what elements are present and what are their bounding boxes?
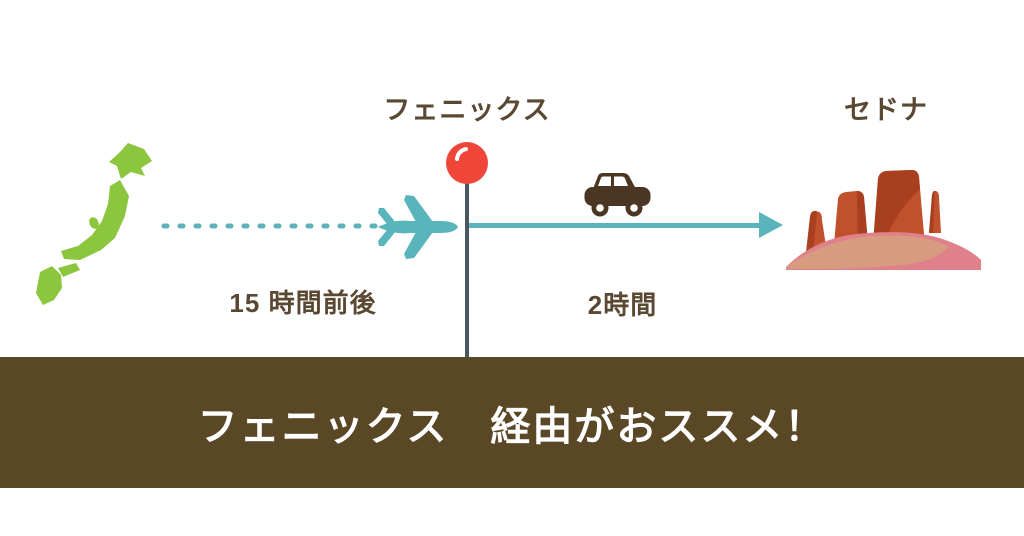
phoenix-label: フェニックス	[383, 95, 551, 125]
car-icon	[584, 173, 651, 217]
flight-path-dotted-line	[161, 223, 384, 229]
sedona-label: セドナ	[844, 95, 928, 125]
banner-text: フェニックス 経由がおススメ！	[197, 404, 827, 449]
japan-map-icon	[36, 143, 152, 305]
arrowhead-icon	[759, 212, 783, 238]
flight-duration-label: 15 時間前後	[229, 288, 377, 318]
map-pin-stick	[465, 180, 469, 357]
map-pin-icon	[446, 142, 488, 184]
map-pin-highlight	[455, 147, 468, 161]
drive-duration-label: 2時間	[587, 290, 658, 320]
airplane-icon	[378, 195, 458, 259]
sedona-rocks-icon	[786, 170, 981, 270]
drive-route-line	[469, 223, 759, 228]
recommendation-banner: フェニックス 経由がおススメ！	[0, 357, 1024, 488]
